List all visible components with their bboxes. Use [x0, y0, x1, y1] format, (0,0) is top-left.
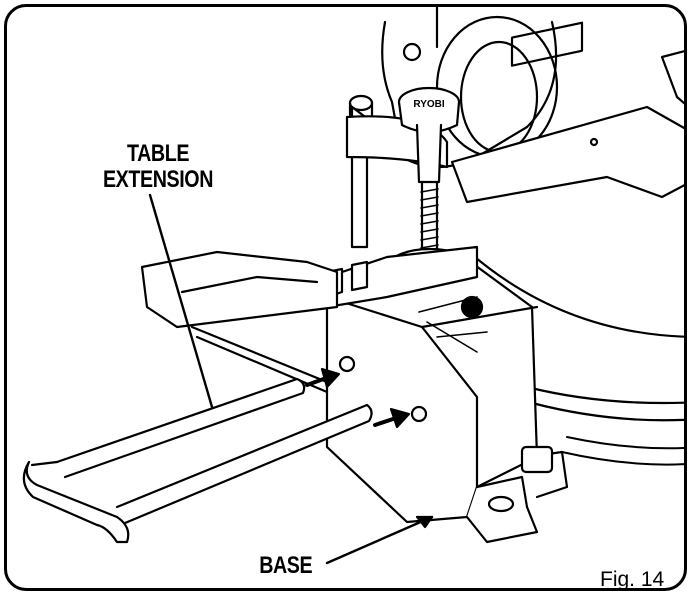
mounting-hole-upper [340, 357, 354, 371]
table-extension-label-line1: TABLE [113, 141, 203, 167]
leader-base [327, 517, 432, 563]
table-extension-label-line2: EXTENSION [100, 167, 216, 193]
knob-brand-text: RYOBI [413, 99, 445, 110]
turntable-scale [527, 387, 687, 403]
figure-frame: RYOBI TABLE EXTENSION BASE Fig. 14 [4, 4, 687, 591]
base-left-arm [142, 252, 337, 327]
extension-rod-lower [117, 405, 372, 523]
base-label: BASE [259, 553, 325, 579]
mounting-hole-lower [412, 407, 426, 421]
miter-saw-illustration: RYOBI [7, 7, 687, 591]
figure-caption: Fig. 14 [600, 568, 664, 591]
